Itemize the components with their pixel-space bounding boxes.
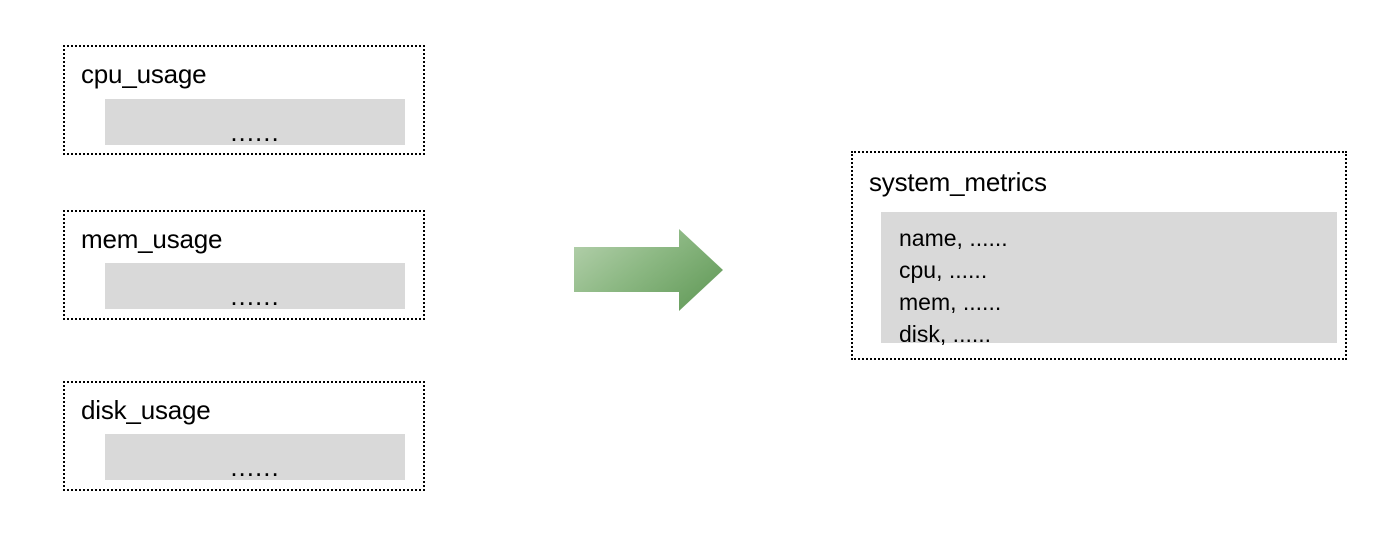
entity-body-panel-system-metrics: name, ...... cpu, ...... mem, ...... dis… <box>881 212 1337 347</box>
entity-title-mem-usage: mem_usage <box>81 224 223 254</box>
entity-body-panel-disk-usage: ...... <box>105 434 405 480</box>
entity-body-panel-cpu-usage: ...... <box>105 99 405 145</box>
list-item: mem, ...... <box>899 289 1002 315</box>
entity-body-ellipsis-disk-usage: ...... <box>230 452 280 482</box>
list-item: name, ...... <box>899 225 1008 251</box>
right-arrow-icon <box>574 229 723 311</box>
entity-body-panel-mem-usage: ...... <box>105 263 405 309</box>
entity-title-system-metrics: system_metrics <box>869 167 1047 197</box>
system-metrics-field-list: name, ...... cpu, ...... mem, ...... dis… <box>899 222 1008 350</box>
merge-arrow <box>565 222 735 322</box>
list-item: cpu, ...... <box>899 257 988 283</box>
entity-body-ellipsis-cpu-usage: ...... <box>230 117 280 147</box>
entity-title-disk-usage: disk_usage <box>81 395 211 425</box>
list-item: disk, ...... <box>899 321 992 347</box>
entity-title-cpu-usage: cpu_usage <box>81 59 207 89</box>
entity-body-ellipsis-mem-usage: ...... <box>230 281 280 311</box>
